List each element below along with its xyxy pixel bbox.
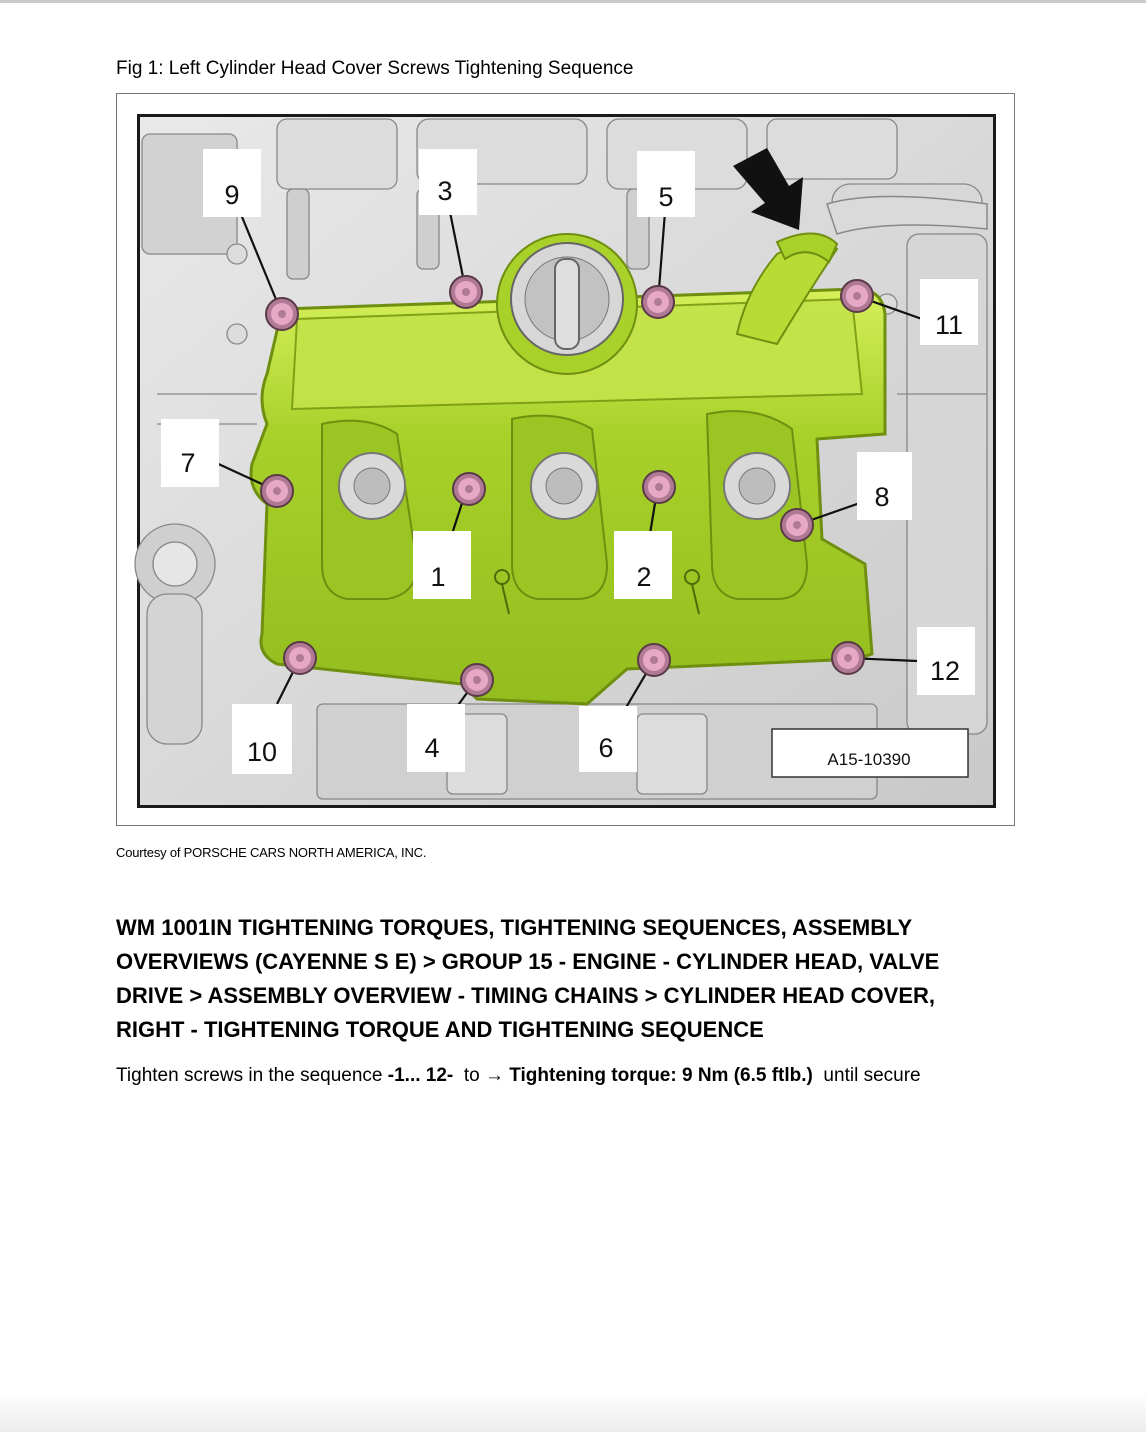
callout-4: 4	[424, 733, 439, 763]
callout-10: 10	[247, 737, 277, 767]
callout-7: 7	[180, 448, 195, 478]
instruction-sequence: -1... 12-	[387, 1065, 454, 1086]
callout-9: 9	[224, 180, 239, 210]
oil-filler-cap	[496, 233, 638, 375]
callout-6: 6	[598, 733, 613, 763]
figure-caption: Fig 1: Left Cylinder Head Cover Screws T…	[116, 58, 634, 79]
callout-5: 5	[658, 182, 673, 212]
screw-8	[780, 508, 814, 542]
instruction-suffix: until secure	[812, 1065, 921, 1086]
screw-2	[642, 470, 676, 504]
callout-12: 12	[930, 656, 960, 686]
figure-frame: 9 3 5 11 7 8 1 2 12 10 4 6 A15-10390	[116, 93, 1015, 826]
arrow-pointer-icon	[733, 148, 803, 230]
instruction-text: Tighten screws in the sequence -1... 12-…	[116, 1065, 921, 1087]
screw-4	[460, 663, 494, 697]
screw-1	[452, 472, 486, 506]
spark-plug-wells	[338, 452, 791, 520]
screw-11	[840, 279, 874, 313]
screw-10	[283, 641, 317, 675]
callout-3: 3	[437, 176, 452, 206]
callout-11: 11	[935, 310, 963, 340]
screw-5	[641, 285, 675, 319]
instruction-arrow: to →	[453, 1065, 510, 1086]
figure-reference-number: A15-10390	[827, 750, 910, 769]
page-bottom-shade	[0, 1392, 1146, 1432]
courtesy-credit: Courtesy of PORSCHE CARS NORTH AMERICA, …	[116, 845, 427, 860]
instruction-prefix: Tighten screws in the sequence	[116, 1065, 388, 1086]
screw-3	[449, 275, 483, 309]
screw-12	[831, 641, 865, 675]
screw-7	[260, 474, 294, 508]
page-top-border	[0, 0, 1146, 3]
callout-1: 1	[430, 562, 445, 592]
engine-illustration: 9 3 5 11 7 8 1 2 12 10 4 6 A15-10390	[134, 114, 996, 808]
instruction-torque: Tightening torque: 9 Nm (6.5 ftlb.)	[509, 1065, 813, 1086]
screw-6	[637, 643, 671, 677]
breather-hose	[735, 195, 988, 346]
section-heading: WM 1001IN TIGHTENING TORQUES, TIGHTENING…	[116, 915, 940, 1042]
callout-8: 8	[874, 482, 889, 512]
callout-2: 2	[636, 562, 651, 592]
screw-9	[265, 297, 299, 331]
cover-screws	[260, 275, 874, 697]
